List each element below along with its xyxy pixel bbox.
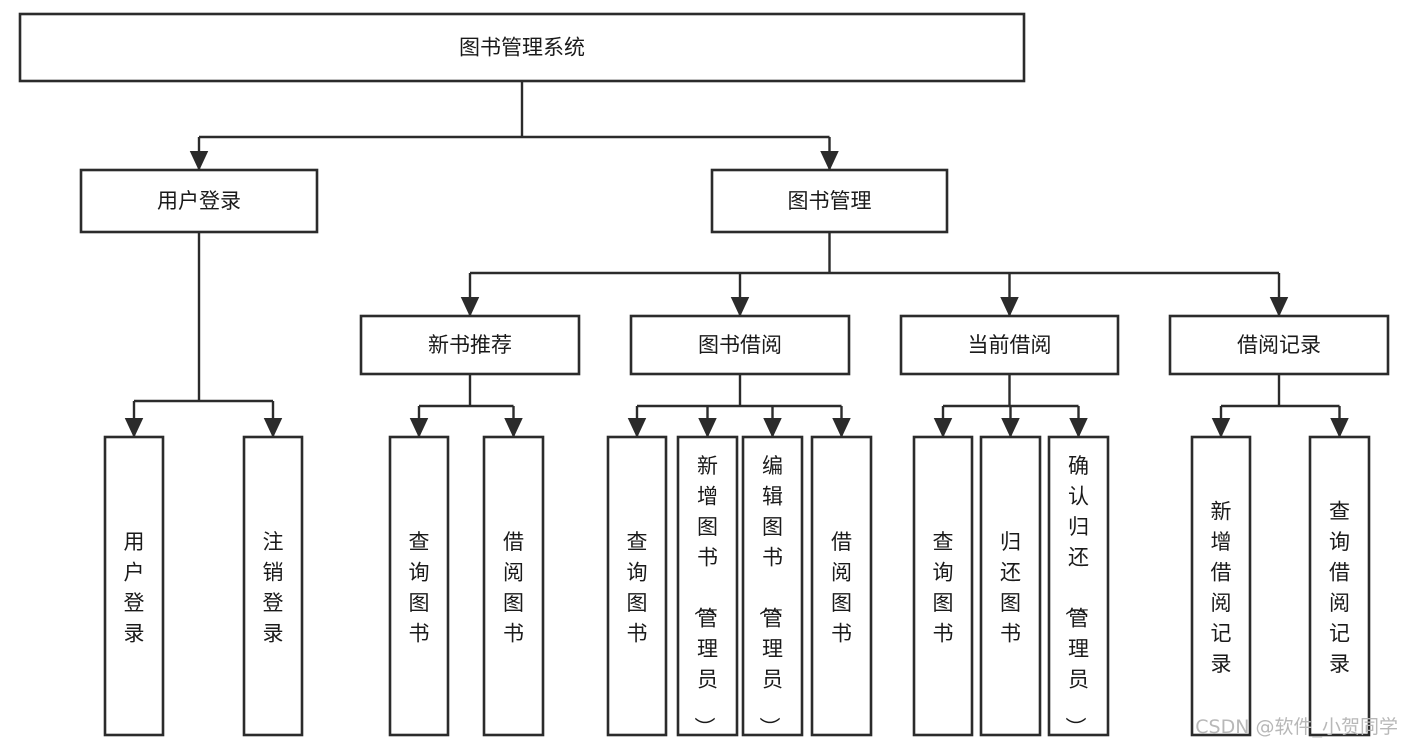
connector-group-book-borrow (627, 374, 851, 438)
node-new-book-recommend[interactable]: 新书推荐 (359, 314, 581, 376)
node-label-current-borrow: 当前借阅 (968, 333, 1052, 357)
node-leaf-borrow-book[interactable]: 借阅图书 (810, 435, 873, 737)
node-box-borrow-record[interactable] (1168, 314, 1390, 376)
node-label-leaf-query-borrow-record: 查询借阅记录 (1329, 500, 1350, 677)
node-box-leaf-confirm-return-admin[interactable] (1047, 435, 1110, 737)
csdn-watermark: CSDN @软件_小贺同学 (1195, 716, 1398, 738)
node-book-manage[interactable]: 图书管理 (710, 168, 949, 234)
node-box-leaf-query-book-borrow[interactable] (606, 435, 668, 737)
node-leaf-user-login[interactable]: 用户登录 (103, 435, 165, 737)
node-root[interactable]: 图书管理系统 (18, 12, 1026, 83)
node-leaf-query-book-rec[interactable]: 查询图书 (388, 435, 450, 737)
node-box-leaf-add-book-admin[interactable] (676, 435, 739, 737)
node-box-leaf-user-login[interactable] (103, 435, 165, 737)
node-label-user-login: 用户登录 (157, 189, 241, 213)
node-label-new-book-recommend: 新书推荐 (428, 333, 512, 357)
node-leaf-query-borrow-record[interactable]: 查询借阅记录 (1308, 435, 1371, 737)
node-box-current-borrow[interactable] (899, 314, 1120, 376)
node-label-leaf-query-book-borrow: 查询图书 (627, 530, 648, 646)
node-book-borrow[interactable]: 图书借阅 (629, 314, 851, 376)
node-box-leaf-query-book-cur[interactable] (912, 435, 974, 737)
node-box-root[interactable] (18, 12, 1026, 83)
connector-group-root (189, 81, 839, 171)
connector-group-borrow-record (1211, 374, 1349, 438)
connector-group-current-borrow (933, 374, 1088, 438)
node-box-leaf-edit-book-admin[interactable] (741, 435, 804, 737)
node-box-leaf-user-logout[interactable] (242, 435, 304, 737)
node-leaf-edit-book-admin[interactable]: 编辑图书（管理员） (741, 435, 804, 738)
node-label-leaf-add-book-admin: 新增图书（管理员） (692, 454, 718, 738)
node-label-book-manage: 图书管理 (788, 189, 872, 213)
node-box-leaf-query-book-rec[interactable] (388, 435, 450, 737)
connector-group-new-book-recommend (409, 374, 523, 438)
node-box-user-login[interactable] (79, 168, 319, 234)
node-label-book-borrow: 图书借阅 (698, 333, 782, 357)
node-label-borrow-record: 借阅记录 (1237, 333, 1321, 357)
node-label-leaf-return-book: 归还图书 (1000, 530, 1021, 646)
node-label-leaf-user-logout: 注销登录 (263, 530, 284, 646)
node-label-leaf-query-book-cur: 查询图书 (933, 530, 954, 646)
connector-group-book-manage (460, 232, 1289, 317)
node-box-new-book-recommend[interactable] (359, 314, 581, 376)
node-label-leaf-query-book-rec: 查询图书 (409, 530, 430, 646)
connector-group-user-login (124, 232, 283, 438)
connector-layer (124, 81, 1349, 438)
node-user-login[interactable]: 用户登录 (79, 168, 319, 234)
node-leaf-return-book[interactable]: 归还图书 (979, 435, 1042, 737)
node-box-leaf-borrow-book[interactable] (810, 435, 873, 737)
watermark-layer: CSDN @软件_小贺同学 (1195, 716, 1398, 738)
node-leaf-confirm-return-admin[interactable]: 确认归还（管理员） (1047, 435, 1110, 738)
node-label-leaf-borrow-book-rec: 借阅图书 (503, 530, 524, 646)
node-borrow-record[interactable]: 借阅记录 (1168, 314, 1390, 376)
node-box-leaf-query-borrow-record[interactable] (1308, 435, 1371, 737)
node-box-book-manage[interactable] (710, 168, 949, 234)
node-leaf-query-book-borrow[interactable]: 查询图书 (606, 435, 668, 737)
node-box-leaf-add-borrow-record[interactable] (1190, 435, 1252, 737)
node-label-leaf-confirm-return-admin: 确认归还（管理员） (1063, 454, 1089, 738)
node-leaf-add-book-admin[interactable]: 新增图书（管理员） (676, 435, 739, 738)
node-label-leaf-user-login: 用户登录 (124, 530, 145, 646)
node-box-leaf-return-book[interactable] (979, 435, 1042, 737)
node-leaf-query-book-cur[interactable]: 查询图书 (912, 435, 974, 737)
node-leaf-add-borrow-record[interactable]: 新增借阅记录 (1190, 435, 1252, 737)
node-box-leaf-borrow-book-rec[interactable] (482, 435, 545, 737)
node-label-root: 图书管理系统 (459, 36, 585, 60)
node-label-leaf-add-borrow-record: 新增借阅记录 (1211, 500, 1232, 677)
node-leaf-borrow-book-rec[interactable]: 借阅图书 (482, 435, 545, 737)
node-layer: 图书管理系统用户登录图书管理新书推荐图书借阅当前借阅借阅记录用户登录注销登录查询… (18, 12, 1390, 738)
node-label-leaf-borrow-book: 借阅图书 (831, 530, 852, 646)
node-label-leaf-edit-book-admin: 编辑图书（管理员） (757, 454, 783, 738)
node-current-borrow[interactable]: 当前借阅 (899, 314, 1120, 376)
node-leaf-user-logout[interactable]: 注销登录 (242, 435, 304, 737)
node-box-book-borrow[interactable] (629, 314, 851, 376)
